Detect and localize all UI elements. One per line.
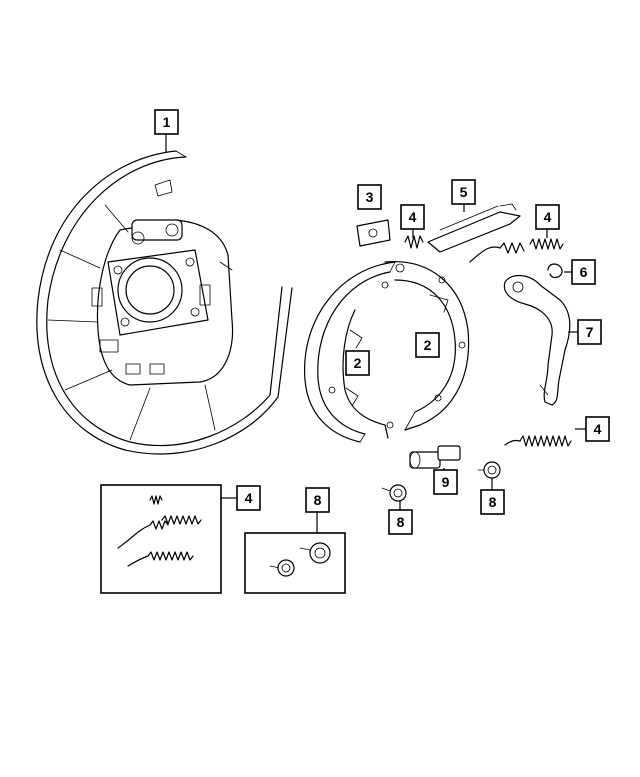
callout-2-left: 2 — [345, 350, 370, 376]
hold-down-cup-drawing-center — [381, 484, 407, 502]
callout-1-label: 1 — [163, 114, 171, 130]
clip-drawing — [547, 263, 563, 279]
hold-down-cup-drawing-right — [477, 461, 501, 479]
strut-drawing — [427, 203, 521, 253]
callout-4-kit: 4 — [236, 485, 261, 511]
callout-3-label: 3 — [366, 189, 374, 205]
brake-shoe-drawing — [304, 261, 470, 443]
callout-5-label: 5 — [460, 184, 468, 200]
hold-down-kit-box — [244, 532, 346, 594]
callout-2-right: 2 — [415, 332, 440, 358]
callout-4-top-right: 4 — [535, 204, 560, 230]
callout-4-small-spring-label: 4 — [409, 209, 417, 225]
callout-8-center-label: 8 — [397, 514, 405, 530]
callout-2-left-label: 2 — [354, 355, 362, 371]
shoe-plate-drawing — [356, 219, 391, 247]
callout-6: 6 — [571, 259, 596, 285]
adjuster-drawing — [409, 445, 461, 469]
callout-8-kit-label: 8 — [314, 492, 322, 508]
spring-kit-box — [100, 484, 222, 594]
callout-8-right: 8 — [480, 489, 505, 515]
backing-plate-drawing — [36, 150, 293, 455]
spring-drawing-lower-right — [504, 435, 572, 447]
callout-8-right-label: 8 — [489, 494, 497, 510]
callout-7-label: 7 — [586, 324, 594, 340]
callout-1: 1 — [154, 109, 179, 135]
callout-8-center: 8 — [388, 509, 413, 535]
callout-5: 5 — [451, 179, 476, 205]
callout-4-lower-right-label: 4 — [594, 421, 602, 437]
callout-4-small-spring: 4 — [400, 204, 425, 230]
callout-4-lower-right: 4 — [585, 416, 610, 442]
callout-4-kit-label: 4 — [245, 490, 253, 506]
spring-drawing-small — [404, 235, 424, 249]
callout-9-label: 9 — [442, 474, 450, 490]
callout-4-top-right-label: 4 — [544, 209, 552, 225]
callout-6-label: 6 — [580, 264, 588, 280]
callout-9: 9 — [433, 469, 458, 495]
leader-lines — [165, 134, 586, 533]
callout-3: 3 — [357, 184, 382, 210]
callout-8-kit: 8 — [305, 487, 330, 513]
lever-drawing — [503, 275, 571, 406]
callout-2-right-label: 2 — [424, 337, 432, 353]
callout-7: 7 — [577, 319, 602, 345]
spring-drawing-top-right — [469, 238, 564, 263]
